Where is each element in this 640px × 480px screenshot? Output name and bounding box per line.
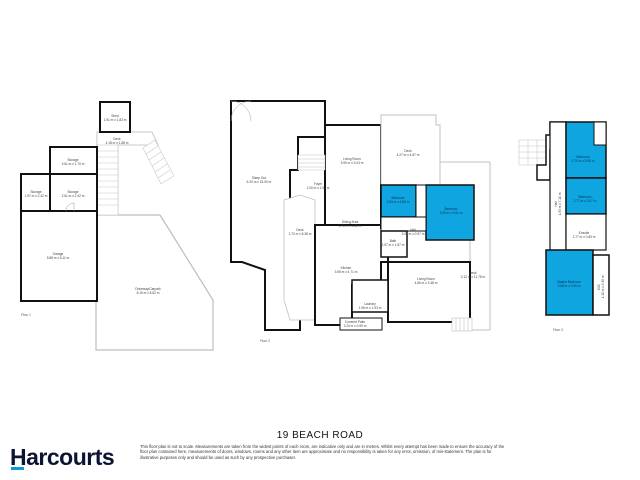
- deck-2-outline: [283, 194, 316, 321]
- garage-walls: [20, 210, 98, 302]
- harcourts-logo: Harcourts: [10, 444, 115, 470]
- floor-label-2: Floor 2: [260, 339, 270, 343]
- shed-walls: [99, 101, 131, 133]
- property-title: 19 BEACH ROAD: [276, 430, 364, 441]
- laundry-walls: [351, 279, 389, 313]
- stairs-straight-floor1: [96, 144, 119, 216]
- ensuite-walls: [565, 213, 607, 251]
- living-room-bottom-walls: [387, 261, 471, 323]
- floor-label-3: Floor 3: [553, 328, 563, 332]
- stairs-diagonal-floor1: [142, 139, 175, 185]
- logo-accent-bar: [11, 467, 24, 470]
- stairs-floor3: [518, 139, 547, 166]
- living-room-top-walls: [324, 124, 382, 226]
- wic-walls: [592, 254, 610, 316]
- floor-1-plan: [20, 101, 214, 351]
- bedroom-large: [425, 184, 475, 241]
- driveway-outline: [95, 214, 214, 351]
- bath-walls: [380, 230, 408, 258]
- storage-right-walls: [49, 173, 98, 212]
- disclaimer-text: This floor plan is not to scale. Measure…: [140, 444, 505, 460]
- floor-label-1: Floor 1: [21, 313, 31, 317]
- covered-patio-walls: [339, 317, 383, 331]
- master-bedroom: [545, 249, 594, 316]
- floor-3-plan: [518, 121, 610, 316]
- floor-2-plan: [230, 100, 491, 332]
